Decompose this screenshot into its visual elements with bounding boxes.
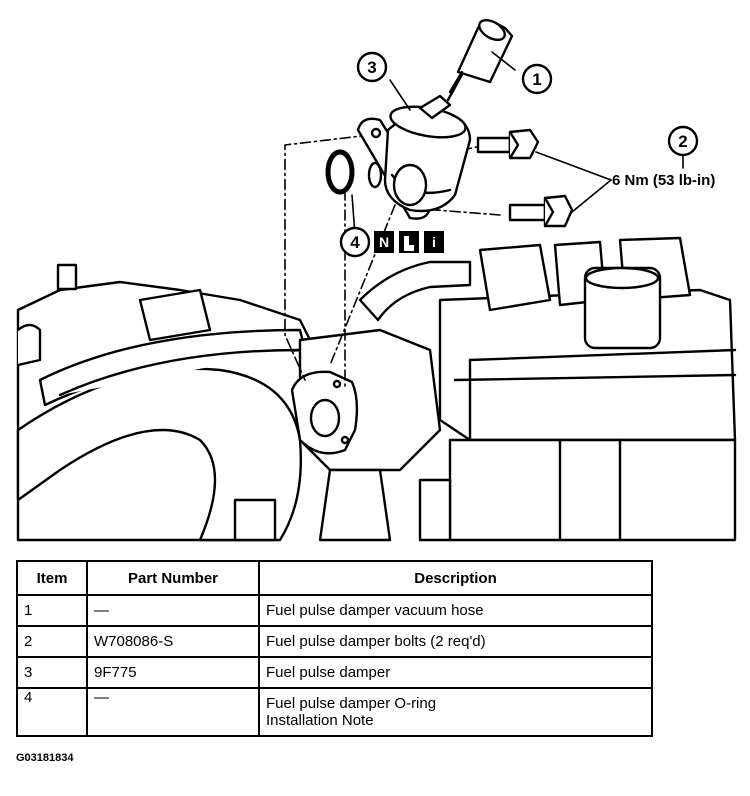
table-row: 3 9F775 Fuel pulse damper [16,656,653,689]
replace-part-icon [399,231,419,253]
cell-item: 2 [16,625,88,658]
table-row: 1 — Fuel pulse damper vacuum hose [16,594,653,627]
svg-text:4: 4 [350,233,360,252]
callout-3: 3 [356,51,388,83]
cell-part-number: W708086-S [86,625,260,658]
cell-item: 3 [16,656,88,689]
svg-text:1: 1 [532,70,541,89]
header-description: Description [258,560,653,596]
cell-item: 4 [16,687,88,737]
cell-part-number: — [86,687,260,737]
cell-description: Fuel pulse damper bolts (2 req'd) [258,625,653,658]
svg-text:2: 2 [678,132,687,151]
callout-2: 2 [667,125,699,157]
parts-table: Item Part Number Description 1 — Fuel pu… [16,560,653,737]
info-icon: i [424,231,444,253]
figure-code: G03181834 [16,752,74,764]
table-row: 2 W708086-S Fuel pulse damper bolts (2 r… [16,625,653,658]
cell-description: Fuel pulse damper O-ring Installation No… [258,687,653,737]
o-ring [325,149,383,195]
fuel-pulse-damper-illustration: 1 3 2 6 Nm (53 lb-in) 4 N i [16,18,737,542]
new-part-icon: N [374,231,394,253]
fuel-pulse-damper [356,94,472,220]
vacuum-hose [446,18,514,102]
table-header-row: Item Part Number Description [16,560,653,596]
torque-spec-label: 6 Nm (53 lb-in) [612,172,715,189]
damper-bolt-upper [476,128,540,160]
callout-1: 1 [521,63,553,95]
callout-4: 4 [339,226,371,258]
svg-text:N: N [379,234,389,250]
cell-description: Fuel pulse damper vacuum hose [258,594,653,627]
engine-background [16,236,737,542]
header-item: Item [16,560,88,596]
damper-bolt-lower [508,194,574,228]
table-row: 4 — Fuel pulse damper O-ring Installatio… [16,687,653,737]
cell-description: Fuel pulse damper [258,656,653,689]
header-part-number: Part Number [86,560,260,596]
cell-item: 1 [16,594,88,627]
leader-lines [351,51,684,236]
cell-part-number: 9F775 [86,656,260,689]
svg-text:3: 3 [367,58,376,77]
svg-text:i: i [432,234,436,250]
cell-part-number: — [86,594,260,627]
